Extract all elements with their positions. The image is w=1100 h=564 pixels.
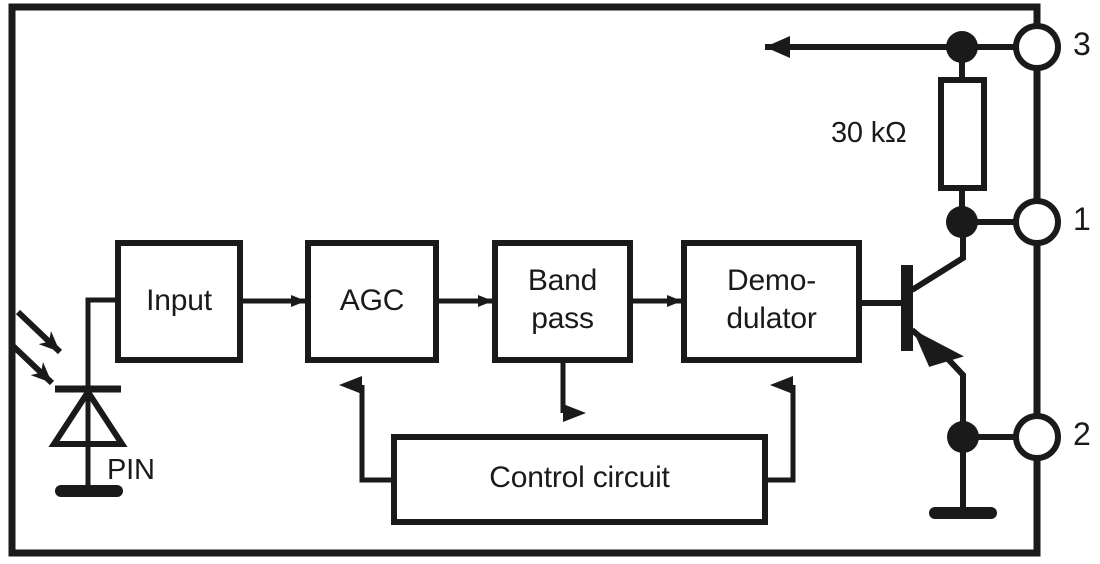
photodiode-ground-symbol [55, 485, 123, 497]
pin-label-3: 3 [1073, 26, 1091, 62]
block-agc[interactable] [305, 240, 439, 363]
pin-terminal-1[interactable] [1013, 198, 1061, 246]
junction-dot-gnd [947, 421, 979, 453]
transistor-emitter-arrow-icon [912, 329, 964, 367]
photodiode-anode-lead [85, 297, 118, 388]
resistor-body [938, 77, 987, 191]
path-control-to-demodulator [765, 376, 796, 483]
block-label-agc: AGC [339, 284, 405, 317]
pin-terminal-2[interactable] [1013, 413, 1061, 461]
photodiode-label: PIN [107, 454, 155, 486]
block-label-demodulator-line2: dulator [726, 302, 817, 335]
module-outline [8, 3, 1041, 557]
junction-dot-vs [946, 31, 978, 63]
block-label-input: Input [146, 284, 212, 317]
pin-label-1: 1 [1073, 201, 1091, 237]
block-label-control-circuit: Control circuit [489, 461, 670, 494]
junction-dot-out [946, 206, 978, 238]
block-label-demodulator-line1: Demo- [726, 264, 816, 297]
pin-terminal-3[interactable] [1013, 23, 1061, 71]
pin-label-2: 2 [1073, 416, 1091, 452]
light-arrow-icon-1 [15, 309, 63, 355]
block-label-bandpass-line2: pass [531, 302, 594, 335]
transistor-base-bar [901, 265, 913, 351]
transistor-ground-symbol [929, 507, 997, 519]
path-control-to-agc [339, 376, 394, 483]
light-arrow-icon-2 [9, 342, 55, 386]
block-demodulator[interactable] [681, 240, 862, 363]
block-label-bandpass-line1: Band [527, 264, 598, 297]
resistor-value-label: 30 kΩ [831, 117, 907, 149]
transistor-emitter-to-gnd [944, 355, 966, 437]
